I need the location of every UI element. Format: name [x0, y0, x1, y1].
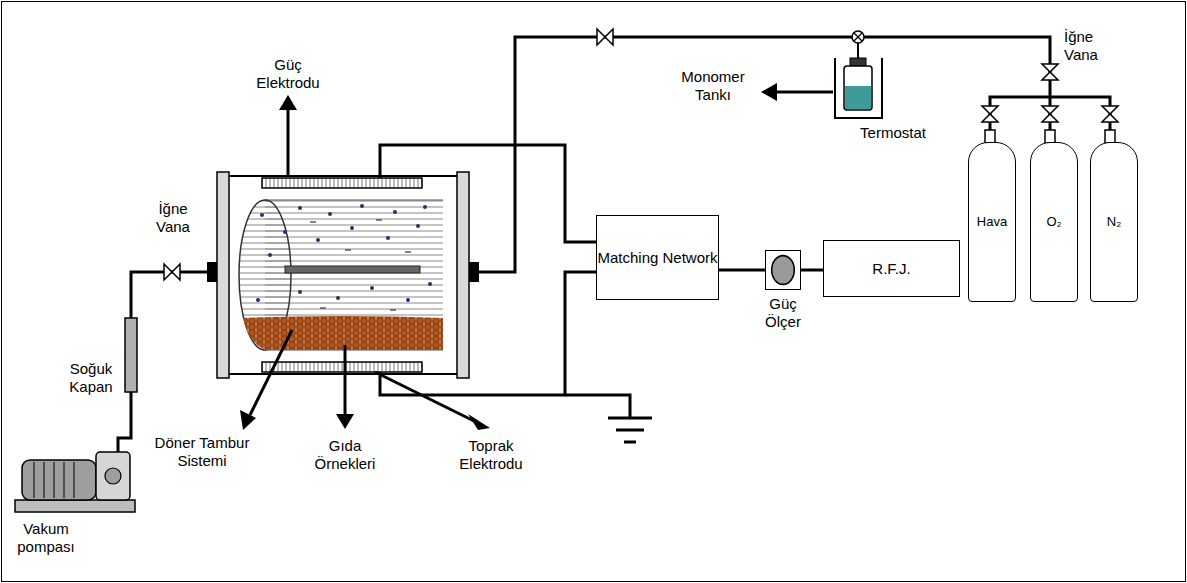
part-label: Termostat	[846, 124, 940, 142]
rf-generator-box: R.F.J.	[823, 240, 960, 297]
port-block	[469, 262, 479, 282]
part-label: İğne Vana	[1064, 28, 1124, 64]
connector-wire	[719, 270, 765, 271]
right-flange	[457, 172, 469, 378]
node-text: O₂	[1046, 214, 1061, 230]
part-label: İğne Vana	[146, 200, 200, 236]
plasma-minus-signs	[310, 220, 411, 310]
gas-cylinder: Hava	[968, 142, 1016, 302]
matching-network-box: Matching Network	[596, 215, 719, 300]
ground-electrode	[262, 362, 422, 372]
gas-cylinder: O₂	[1030, 142, 1078, 302]
power-meter-box: Güç Ölçer	[765, 250, 801, 290]
vacuum-pump	[15, 452, 135, 512]
part-label: Soğuk Kapan	[60, 360, 122, 396]
needle-valve	[597, 29, 613, 45]
part-label: Toprak Elektrodu	[446, 437, 536, 473]
cylinder-valves	[982, 106, 1118, 122]
node-text: R.F.J.	[872, 260, 910, 278]
rf-wire	[380, 145, 600, 242]
monomer-feed	[857, 43, 859, 58]
monomer-tap	[852, 31, 864, 43]
left-flange	[217, 172, 229, 378]
vacuum-line	[131, 272, 207, 318]
gas-cylinder: N₂	[1090, 142, 1138, 302]
gas-line	[479, 37, 1050, 272]
meter-dial	[766, 251, 800, 289]
node-text: Güç Ölçer	[758, 295, 808, 331]
food-samples	[243, 316, 443, 350]
plasma-particles	[256, 204, 432, 302]
ground-symbol	[608, 418, 652, 442]
node-text: Matching Network	[597, 249, 717, 267]
rod	[229, 373, 457, 375]
ground-wire	[565, 395, 630, 418]
monomer-tank	[844, 58, 872, 110]
thermostat-bath	[835, 58, 882, 118]
connector-wire	[801, 270, 823, 271]
node-text: Hava	[977, 214, 1007, 230]
vacuum-line	[118, 392, 131, 452]
drum-shaft	[285, 266, 420, 273]
ground-wire	[380, 272, 600, 395]
meter-dial	[772, 256, 795, 285]
part-label: Döner Tambur Sistemi	[148, 434, 256, 470]
port-block	[207, 262, 217, 282]
needle-valve	[1042, 64, 1058, 80]
node-text: N₂	[1107, 214, 1121, 230]
part-label: Gıda Örnekleri	[303, 437, 387, 473]
part-label: Güç Elektrodu	[246, 56, 330, 92]
callout-arrows	[240, 83, 833, 430]
gas-manifold	[990, 97, 1110, 130]
cold-trap	[125, 318, 137, 392]
drum-edge	[265, 200, 443, 201]
part-label: Vakum pompası	[6, 520, 86, 556]
needle-valve	[164, 264, 180, 280]
power-electrode	[262, 178, 422, 188]
part-label: Monomer Tankı	[672, 68, 754, 104]
rod	[229, 175, 457, 177]
